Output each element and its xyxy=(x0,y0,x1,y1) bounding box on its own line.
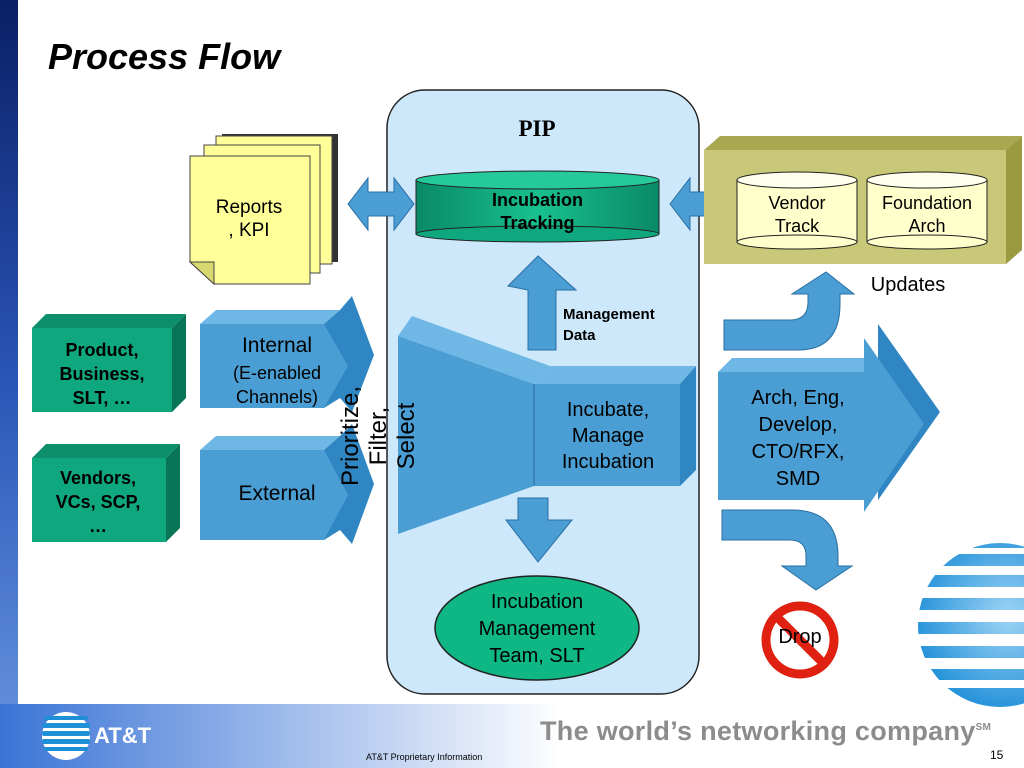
no-symbol-icon xyxy=(761,601,839,679)
att-logo-globe xyxy=(42,712,90,760)
reports-label: Reports , KPI xyxy=(215,197,283,241)
team-label: Incubation Management Team, SLT xyxy=(478,591,596,667)
funnel-shape xyxy=(398,316,696,534)
tracking-cylinder xyxy=(415,170,660,243)
double-arrow-reports xyxy=(347,176,415,232)
drop-label: Drop xyxy=(778,626,822,648)
management-data-label: Management Data xyxy=(563,306,655,344)
down-arrow xyxy=(504,497,574,563)
external-arrow xyxy=(200,424,374,544)
arch-label: Arch, Eng, Develop, CTO/RFX, SMD xyxy=(751,387,845,490)
incubation-tracking-label: Incubation Tracking xyxy=(492,190,583,233)
vendors-label: Vendors, VCs, SCP, … xyxy=(55,468,141,536)
product-label: Product, Business, SLT, … xyxy=(59,340,145,408)
vendor-track-label: Vendor Track xyxy=(768,193,826,236)
internal-title: Internal xyxy=(241,334,313,357)
drop-arrow xyxy=(721,509,854,591)
tagline-text: The world’s networking company xyxy=(540,716,976,746)
att-logo-text: AT&T xyxy=(94,723,152,748)
incubate-label: Incubate, Manage Incubation xyxy=(561,399,655,473)
page-title: Process Flow xyxy=(48,36,281,77)
vendors-box xyxy=(32,444,180,542)
foundation-arch-cylinder xyxy=(866,171,988,250)
sidebar-bar xyxy=(0,0,18,768)
page-number: 15 xyxy=(990,748,1004,762)
globe-graphic xyxy=(918,543,1024,707)
prioritize-label: Prioritize, Filter, Select xyxy=(337,385,420,487)
foundation-arch-label: Foundation Arch xyxy=(881,193,973,236)
management-data-arrow xyxy=(506,255,578,351)
vendor-track-cylinder xyxy=(736,171,858,250)
internal-subtitle: (E-enabled Channels) xyxy=(232,363,322,407)
updates-label: Updates xyxy=(870,274,946,296)
internal-arrow xyxy=(200,296,374,412)
footer-bar xyxy=(0,704,1024,768)
tagline: The world’s networking companySM xyxy=(540,716,991,747)
product-box xyxy=(32,314,186,412)
reports-notes xyxy=(188,134,338,286)
tagline-mark: SM xyxy=(975,722,992,733)
pip-label: PIP xyxy=(518,116,556,141)
proprietary-notice: AT&T Proprietary Information xyxy=(366,752,483,762)
arch-arrow xyxy=(718,324,940,512)
external-label: External xyxy=(238,482,316,505)
team-ellipse xyxy=(434,575,640,681)
updates-arrow xyxy=(723,271,856,351)
